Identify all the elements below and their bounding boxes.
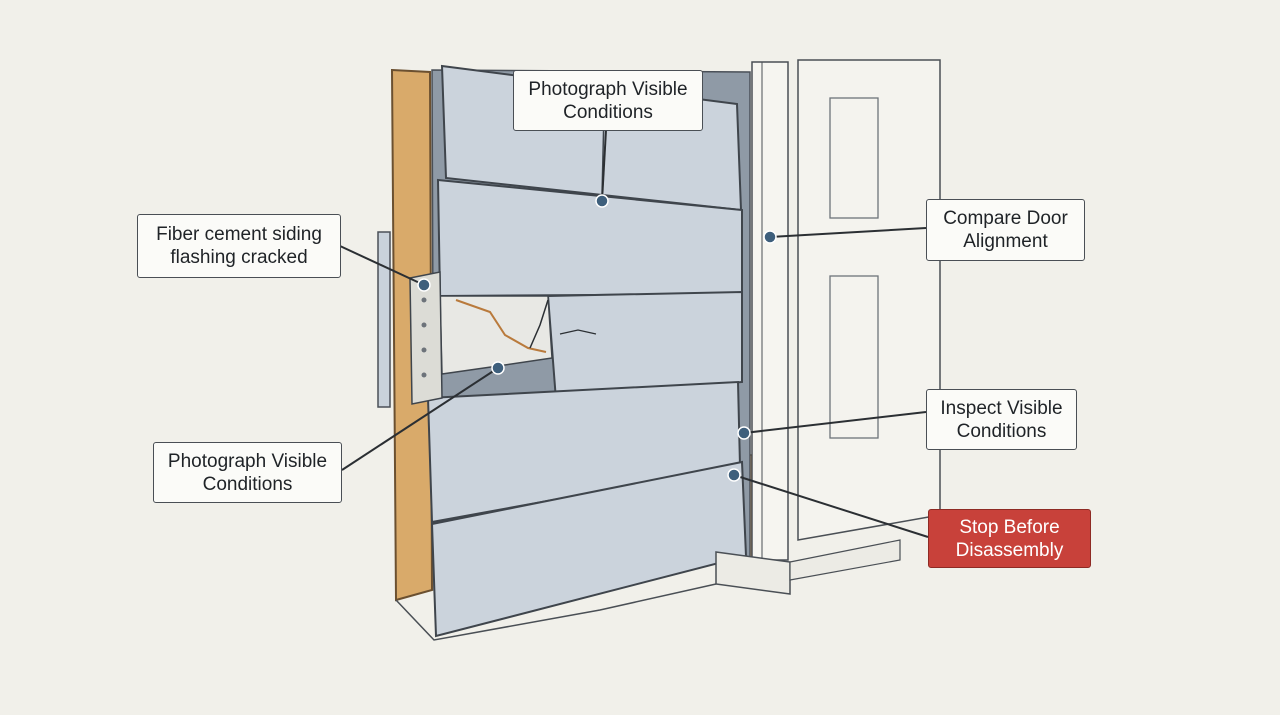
leader-inspect: [743, 411, 927, 434]
siding-board-3: [546, 290, 743, 402]
marker-lower-left: [491, 361, 505, 375]
callout-photograph-lower: Photograph Visible Conditions: [153, 442, 342, 503]
door-slab: [797, 59, 941, 541]
leader-door: [769, 227, 927, 238]
door-threshold: [789, 539, 901, 581]
vertical-trim-board: [377, 231, 391, 408]
ground-line: [395, 583, 717, 641]
callout-compare-door: Compare Door Alignment: [926, 199, 1085, 261]
crack-line-3: [559, 329, 597, 335]
leader-top: [601, 129, 607, 202]
marker-door: [763, 230, 777, 244]
callout-inspect-visible: Inspect Visible Conditions: [926, 389, 1077, 450]
door-panel-upper: [829, 97, 879, 219]
crack-line-1: [455, 299, 547, 353]
marker-stop: [727, 468, 741, 482]
crack-line-2: [529, 299, 549, 349]
door-panel-lower: [829, 275, 879, 439]
marker-top: [595, 194, 609, 208]
marker-flashing: [417, 278, 431, 292]
door-casing: [751, 61, 789, 561]
callout-stop-before-disassembly: Stop Before Disassembly: [928, 509, 1091, 568]
metal-flashing: [409, 271, 443, 405]
callout-flashing-cracked: Fiber cement siding flashing cracked: [137, 214, 341, 278]
marker-inspect: [737, 426, 751, 440]
leader-flashing: [339, 245, 425, 286]
leader-lower-left: [341, 367, 499, 471]
leader-stop: [733, 474, 929, 538]
callout-photograph-top: Photograph Visible Conditions: [513, 70, 703, 131]
base-trim: [715, 551, 791, 595]
